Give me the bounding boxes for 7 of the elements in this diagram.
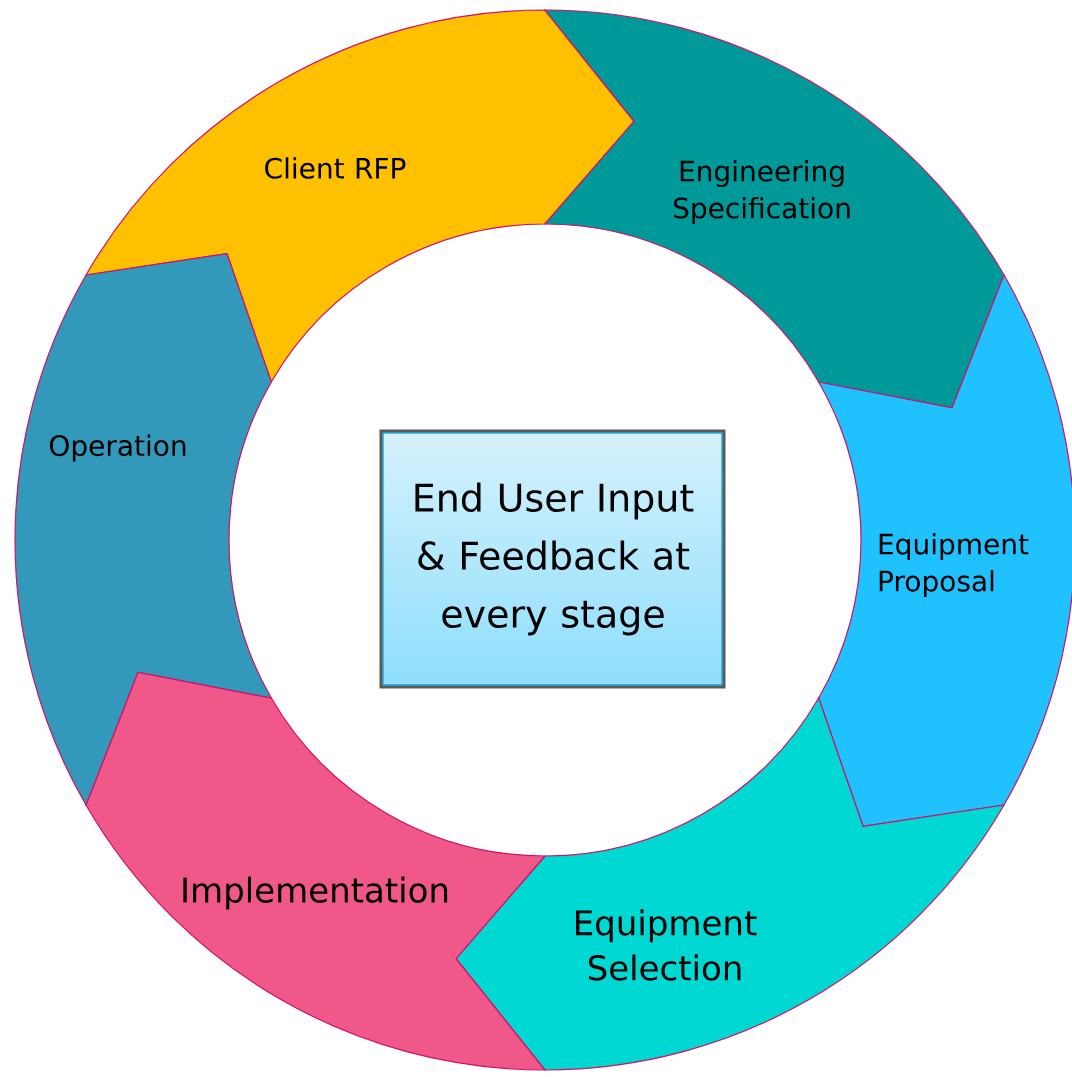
arrow-segment: Equipment Proposal bbox=[818, 274, 1072, 827]
arrow-segment: Operation bbox=[14, 253, 272, 806]
text-box: End User Input & Feedback at every stage bbox=[379, 429, 726, 689]
arrow-segment: Engineering Specification bbox=[544, 9, 1005, 409]
arrow-segment: Equipment Selection bbox=[455, 697, 1005, 1071]
arrow-segment: Implementation bbox=[85, 671, 546, 1071]
arrow-segment: Client RFP bbox=[85, 9, 635, 383]
